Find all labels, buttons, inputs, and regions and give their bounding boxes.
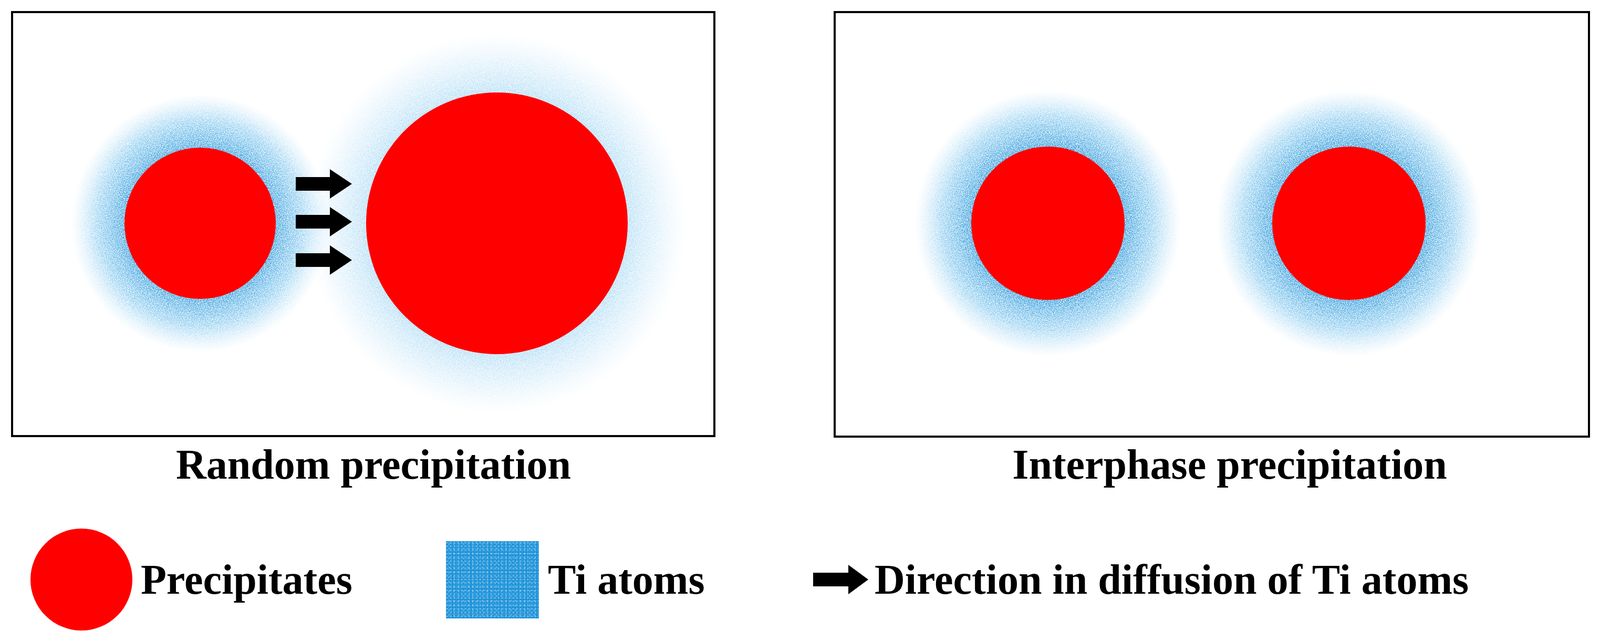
legend-text: Direction in diffusion of Ti atoms bbox=[874, 556, 1469, 603]
panel-caption: Random precipitation bbox=[175, 441, 571, 488]
panel-frame bbox=[834, 12, 1589, 437]
legend-text: Precipitates bbox=[140, 556, 353, 603]
precipitate bbox=[1272, 146, 1426, 300]
panel-caption: Interphase precipitation bbox=[1012, 441, 1447, 488]
legend-arrow bbox=[813, 564, 869, 595]
precipitate bbox=[971, 146, 1125, 300]
precipitate bbox=[366, 92, 628, 355]
precipitate bbox=[124, 147, 276, 299]
diffusion-arrow bbox=[295, 169, 352, 275]
legend-text: Ti atoms bbox=[547, 556, 705, 603]
panel-frame bbox=[12, 12, 715, 436]
legend-swatch bbox=[30, 528, 133, 631]
legend-swatch bbox=[445, 541, 539, 619]
ti-atom-cloud bbox=[915, 90, 1482, 357]
ti-atom-cloud bbox=[71, 33, 688, 414]
